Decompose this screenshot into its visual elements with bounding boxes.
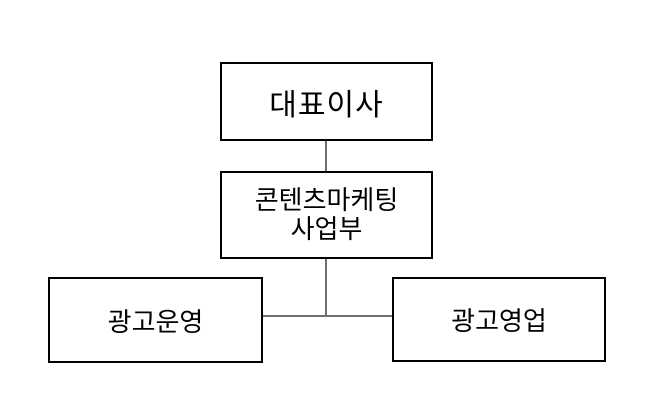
org-node-content-marketing-division-label: 콘텐츠마케팅 사업부 [254, 185, 399, 244]
org-node-ad-operations-label: 광고운영 [107, 306, 204, 337]
org-node-ceo: 대표이사 [220, 62, 433, 141]
org-node-content-marketing-division: 콘텐츠마케팅 사업부 [220, 171, 433, 259]
connector-ceo-to-division [325, 141, 327, 171]
connector-branch-horizontal [262, 315, 392, 317]
org-node-ad-operations: 광고운영 [48, 277, 263, 363]
org-node-ad-sales: 광고영업 [392, 277, 606, 362]
org-node-ceo-label: 대표이사 [269, 88, 384, 122]
connector-division-to-branch [325, 259, 327, 316]
org-node-ad-sales-label: 광고영업 [451, 306, 547, 336]
